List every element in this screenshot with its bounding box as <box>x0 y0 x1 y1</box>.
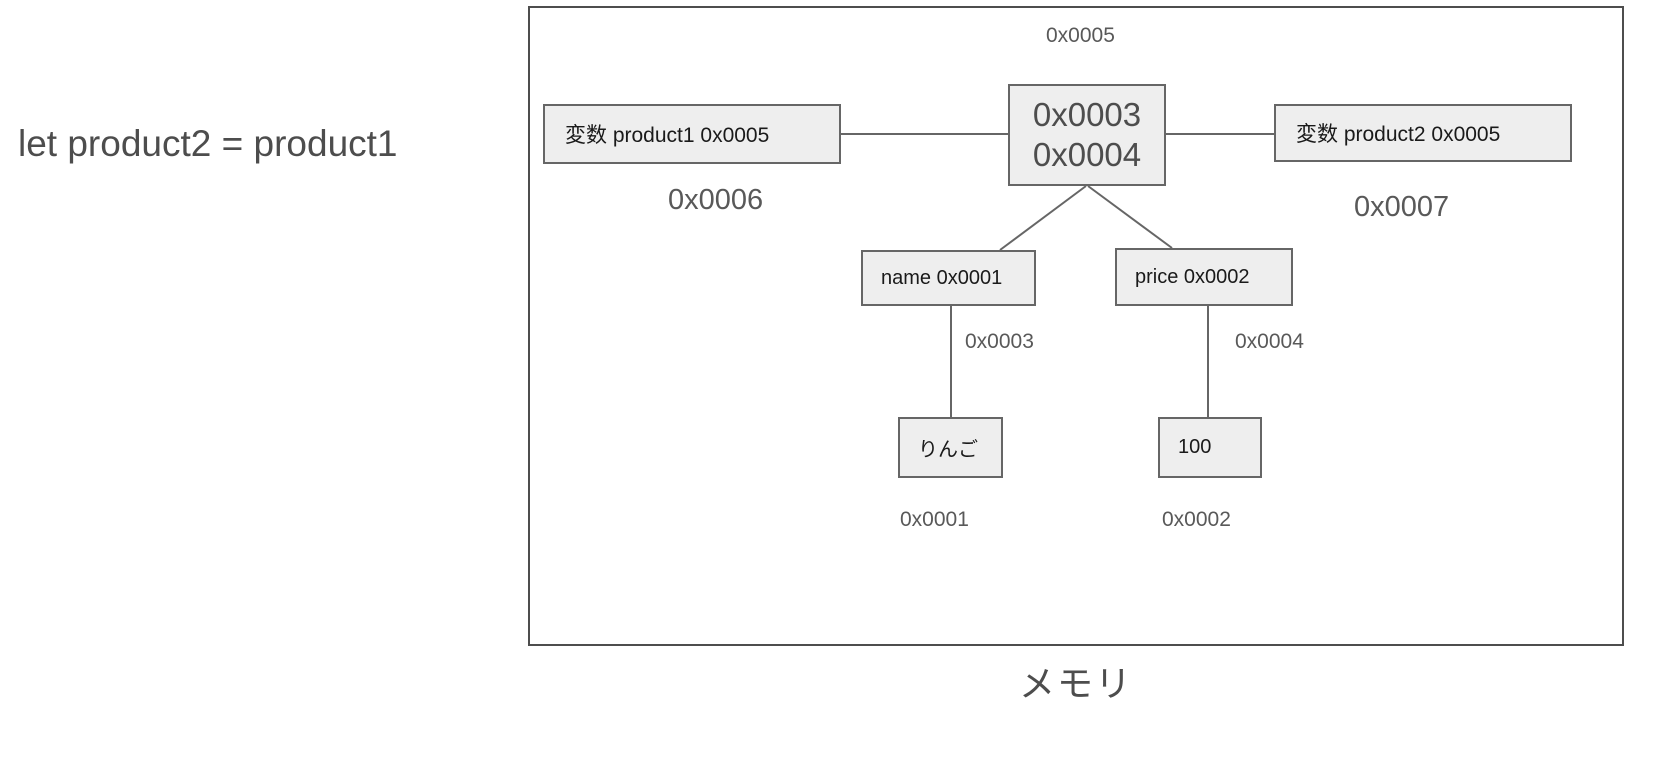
node-variable-product2-label: 変数 product2 0x0005 <box>1296 123 1501 146</box>
node-value-price-label: 100 <box>1178 436 1212 458</box>
node-property-price-label: price 0x0002 <box>1135 265 1250 288</box>
node-value-name-label: りんご <box>918 439 978 461</box>
address-label-value-price: 0x0002 <box>1162 508 1231 531</box>
memory-caption: メモリ <box>1018 663 1133 704</box>
node-variable-product1-label: 変数 product1 0x0005 <box>565 124 770 147</box>
address-label-value-name: 0x0001 <box>900 508 969 531</box>
node-value-price[interactable]: 100 <box>1158 417 1262 478</box>
address-label-property-price: 0x0004 <box>1235 330 1304 353</box>
node-property-name[interactable]: name 0x0001 <box>861 250 1036 306</box>
node-object[interactable]: 0x0003 0x0004 <box>1008 84 1166 186</box>
node-property-name-label: name 0x0001 <box>881 266 1003 289</box>
node-value-name[interactable]: りんご <box>898 417 1003 478</box>
node-property-price[interactable]: price 0x0002 <box>1115 248 1293 306</box>
code-statement: let product2 = product1 <box>18 123 398 164</box>
address-label-property-name: 0x0003 <box>965 330 1034 353</box>
node-variable-product2[interactable]: 変数 product2 0x0005 <box>1274 104 1572 162</box>
address-label-object: 0x0005 <box>1046 24 1115 47</box>
node-object-label: 0x0003 0x0004 <box>1032 95 1142 173</box>
node-variable-product1[interactable]: 変数 product1 0x0005 <box>543 104 841 164</box>
address-label-product1: 0x0006 <box>668 184 764 216</box>
address-label-product2: 0x0007 <box>1354 191 1450 223</box>
